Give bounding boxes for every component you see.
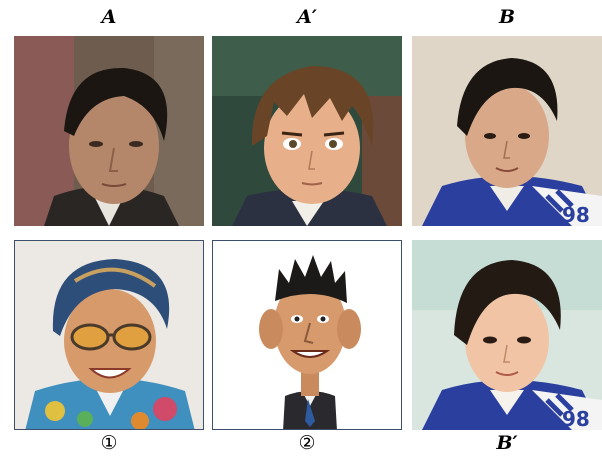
label-b-prime: B′	[496, 432, 518, 454]
image-b-photo: 98	[412, 36, 602, 226]
label-result-2: ②	[298, 432, 316, 454]
label-a: A	[101, 6, 117, 28]
svg-text:98: 98	[562, 203, 590, 226]
image-a-photo	[14, 36, 204, 226]
label-b: B	[498, 6, 516, 28]
image-result-2-caricature	[212, 240, 402, 430]
image-result-1-cartoon	[14, 240, 204, 430]
label-a-prime: A′	[297, 6, 317, 28]
label-result-1: ①	[100, 432, 118, 454]
image-a-prime-anime	[212, 36, 402, 226]
svg-text:98: 98	[562, 407, 590, 430]
image-b-prime-anime: 98	[412, 240, 602, 430]
